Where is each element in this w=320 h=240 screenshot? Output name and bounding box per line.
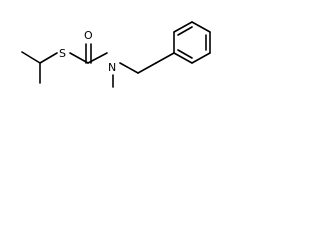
nitrogen-label: N (108, 61, 116, 74)
ring-double-inner-1 (177, 26, 193, 36)
ring-bond-3 (191, 21, 211, 33)
sulfur-label-bg (58, 46, 69, 59)
bond-chain-to-ring (155, 52, 175, 64)
bond-isopropyl-methyl-top (21, 51, 41, 64)
bond-ethyl-chain (137, 62, 157, 74)
ring-double-inner-3 (177, 49, 193, 59)
molecule-canvas: O S N (0, 0, 246, 113)
bond-nitrogen-to-ch2 (119, 62, 139, 74)
ring-bond-6 (173, 52, 193, 64)
bond-carbonyl-to-nitrogen (87, 52, 108, 64)
bond-isopropyl-to-sulfur (39, 52, 58, 64)
ring-bond-5 (191, 52, 211, 64)
sulfur-label: S (59, 47, 66, 60)
oxygen-label-bg (83, 28, 94, 41)
ring-bond-2 (173, 21, 193, 33)
bond-sulfur-to-carbonyl (69, 52, 89, 64)
skeletal-structure: O S N (21, 21, 211, 88)
nitrogen-label-bg (107, 60, 119, 73)
oxygen-label: O (84, 29, 93, 42)
